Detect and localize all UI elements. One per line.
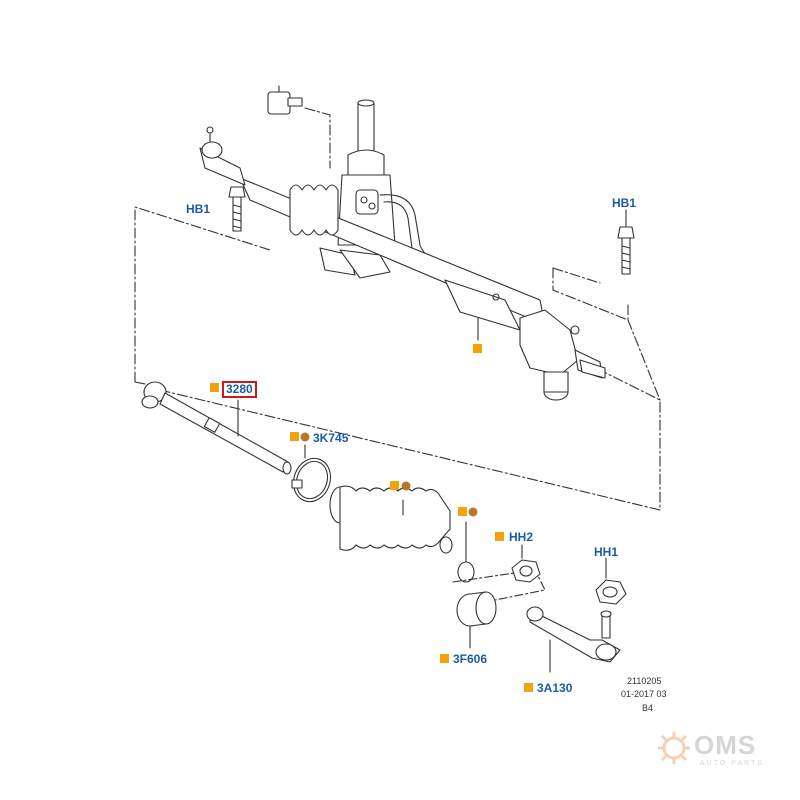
marker-squares xyxy=(210,344,533,692)
callout-hh1[interactable]: HH1 xyxy=(594,545,619,559)
clamp-icon xyxy=(291,444,332,503)
tie-rod-icon xyxy=(141,381,292,475)
tie-rod-end-icon xyxy=(526,557,627,673)
group-frame-lines xyxy=(134,206,271,383)
bolt-icon xyxy=(228,186,246,232)
footer-date: 01-2017 03 xyxy=(621,689,667,699)
bushing-icon xyxy=(456,591,497,649)
watermark-subtext: AUTO PARTS xyxy=(700,760,764,767)
callout-3k745[interactable]: 3K745 xyxy=(313,431,349,445)
callout-3f606[interactable]: 3F606 xyxy=(453,652,488,666)
boot-icon xyxy=(329,485,453,554)
callout-3a130[interactable]: 3A130 xyxy=(537,681,573,695)
marker-dots xyxy=(300,432,478,517)
footer-ref-number: 2110205 xyxy=(627,676,662,686)
callout-hh2[interactable]: HH2 xyxy=(509,530,534,544)
gear-logo-icon xyxy=(658,732,690,764)
callout-3280-highlighted[interactable]: 3280 xyxy=(222,381,257,398)
footer-code: B4 xyxy=(642,703,654,713)
clamp-icon xyxy=(457,521,475,583)
bolt-icon xyxy=(617,209,635,275)
watermark: OMS AUTO PARTS xyxy=(654,726,774,776)
nut-icon xyxy=(511,544,541,583)
steering-rack-icon xyxy=(199,85,606,401)
callout-hb1-right[interactable]: HB1 xyxy=(612,196,637,210)
callout-hb1-left[interactable]: HB1 xyxy=(186,202,211,216)
watermark-text: OMS xyxy=(694,730,757,760)
